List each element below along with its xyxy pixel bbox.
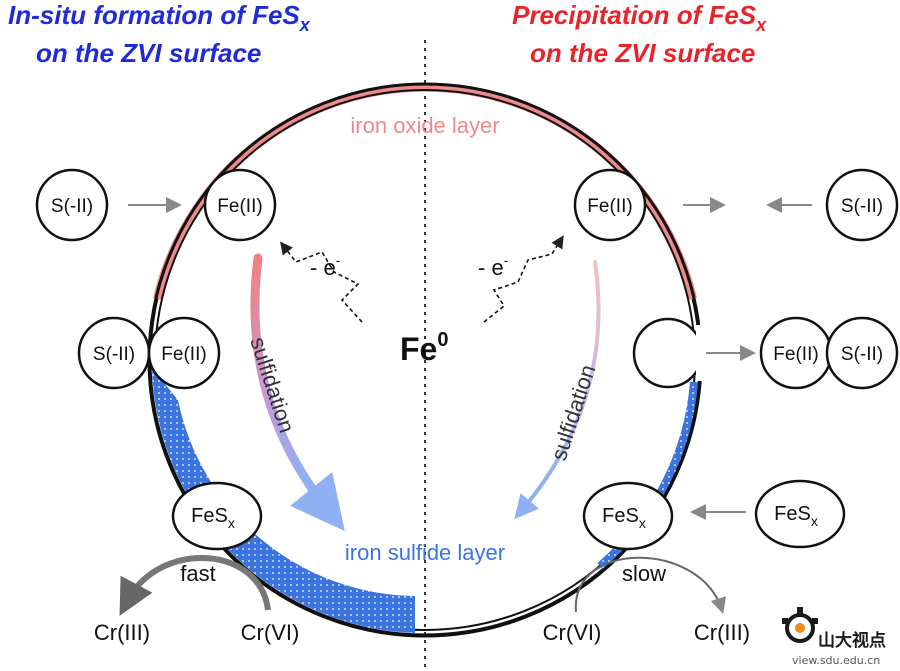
left-electron-label: - e- xyxy=(310,252,341,280)
right-sulfidation-label: sulfidation xyxy=(546,362,600,464)
right-surface-pit xyxy=(632,317,704,389)
sulfide-layer-label: iron sulfide layer xyxy=(345,540,505,565)
oxide-layer-label: iron oxide layer xyxy=(350,113,499,138)
left-pair-fe-label: Fe(II) xyxy=(161,344,206,365)
watermark-logo-center xyxy=(795,623,805,633)
right-pair-s-circle xyxy=(825,316,899,390)
watermark-url: view.sdu.edu.cn xyxy=(792,654,880,667)
core-label: Fe0 xyxy=(400,329,448,367)
right-fes-shape xyxy=(582,481,674,551)
watermark-brand: 山大视点 xyxy=(818,630,886,651)
right-fe-ion-circle xyxy=(573,168,647,242)
right-electron-path xyxy=(483,235,564,323)
right-s-ion-label: S(-II) xyxy=(841,196,883,217)
left-pair-fe-circle xyxy=(147,316,221,390)
left-title-subscript: x xyxy=(299,15,311,35)
left-s-ion-label: S(-II) xyxy=(51,196,93,217)
right-free-fes-shape xyxy=(754,479,846,549)
left-title-line2: on the ZVI surface xyxy=(36,38,261,68)
watermark-logo xyxy=(782,607,818,643)
right-free-fes-label: FeSx xyxy=(774,503,818,529)
left-fast-arrow xyxy=(119,555,271,616)
right-s-ion-circle xyxy=(825,168,899,242)
watermark-logo-ray-right xyxy=(812,618,818,624)
right-slow-arrow xyxy=(574,556,727,614)
left-fe-ion-circle xyxy=(203,168,277,242)
left-fes-label: FeSx xyxy=(191,505,235,531)
left-fe-ion-label: Fe(II) xyxy=(217,196,262,217)
left-fes-shape xyxy=(171,481,263,551)
right-title-line1: Precipitation of FeSx xyxy=(512,0,767,35)
right-sulfidation-arrow xyxy=(514,260,601,520)
left-sulfidation-label: sulfidation xyxy=(245,334,299,436)
left-s-ion-circle xyxy=(35,168,109,242)
right-fes-label: FeSx xyxy=(602,505,646,531)
right-electron-sup: - xyxy=(504,252,509,268)
watermark-logo-ray-left xyxy=(782,618,788,624)
left-product-label: Cr(III) xyxy=(94,620,150,645)
left-pair-s-label: S(-II) xyxy=(93,344,135,365)
right-pair-s-label: S(-II) xyxy=(841,344,883,365)
core-superscript: 0 xyxy=(437,329,448,351)
right-fe-ion-label: Fe(II) xyxy=(587,196,632,217)
left-rate-label: fast xyxy=(180,561,215,586)
right-title-subscript: x xyxy=(755,15,767,35)
right-rate-label: slow xyxy=(622,561,666,586)
right-title-line2: on the ZVI surface xyxy=(530,38,755,68)
right-electron-label: - e- xyxy=(478,252,509,280)
left-electron-path xyxy=(280,241,363,323)
left-fes-subscript: x xyxy=(228,515,235,531)
left-sulfidation-arrow xyxy=(250,253,345,532)
right-product-label: Cr(III) xyxy=(694,620,750,645)
left-title-line1: In-situ formation of FeSx xyxy=(8,0,311,35)
left-electron-sup: - xyxy=(336,252,341,268)
right-reactant-label: Cr(VI) xyxy=(543,620,602,645)
right-fes-subscript: x xyxy=(639,515,646,531)
right-free-fes-subscript: x xyxy=(811,513,818,529)
watermark-logo-ray-top xyxy=(797,607,803,615)
left-reactant-label: Cr(VI) xyxy=(241,620,300,645)
right-pair-fe-label: Fe(II) xyxy=(773,344,818,365)
